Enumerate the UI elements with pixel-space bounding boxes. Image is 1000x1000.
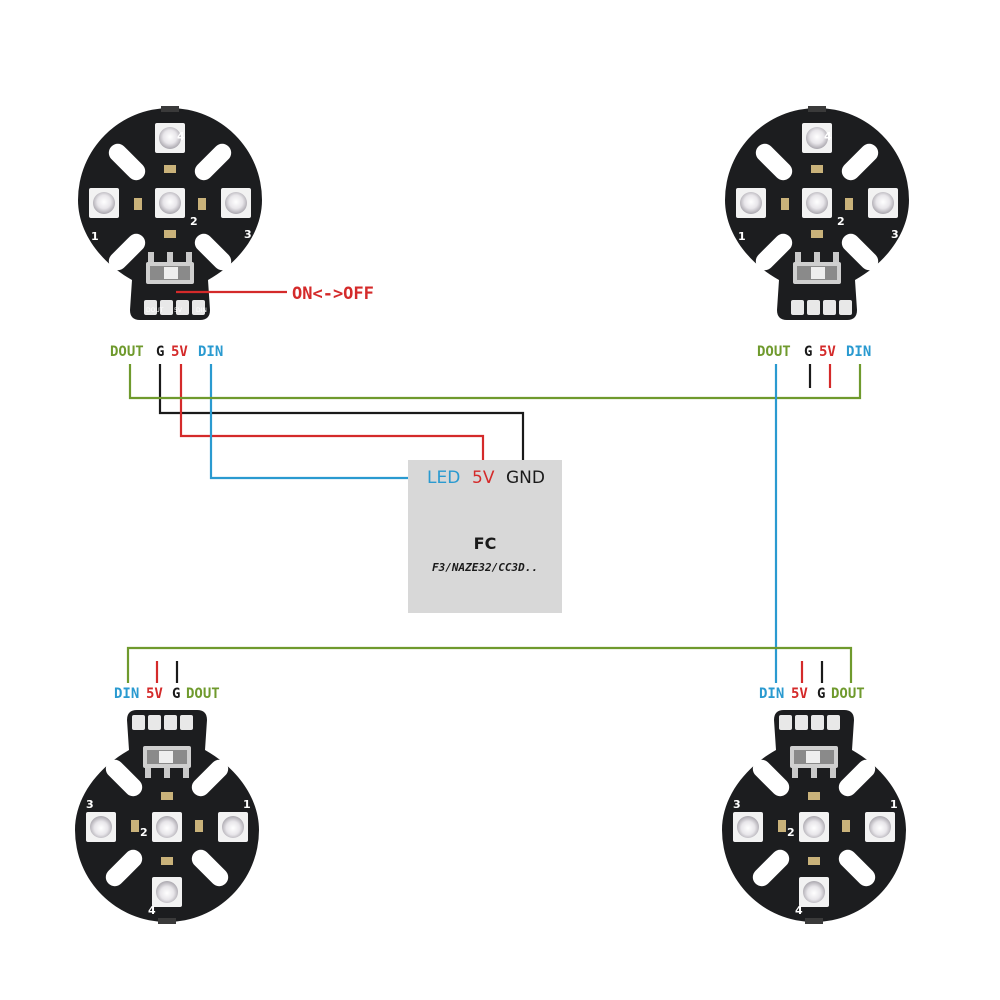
- wire-tl-5v: [179, 364, 485, 460]
- pin-labels-bottom-right: DIN 5V G DOUT: [759, 686, 865, 702]
- led-number-2: 2: [140, 826, 148, 839]
- fc-port-gnd: GND: [506, 468, 545, 488]
- pad-text-din: DIN: [196, 307, 207, 314]
- pin-label-g: G: [804, 344, 812, 360]
- pad-text-5v: 5V: [174, 307, 183, 314]
- led-number-1: 1: [738, 230, 746, 243]
- led-board-top-left: 4 1 2 3: [78, 106, 262, 320]
- pin-label-dout: DOUT: [831, 686, 865, 702]
- fc-port-led: LED: [427, 468, 460, 488]
- fc-title: FC: [474, 534, 497, 553]
- flight-controller-box: LED 5V GND FC F3/NAZE32/CC3D..: [408, 460, 562, 613]
- led-board-bottom-left: 3 2 1 4: [75, 710, 259, 924]
- fc-subtitle: F3/NAZE32/CC3D..: [432, 561, 538, 574]
- fc-port-5v: 5V: [472, 468, 495, 488]
- led-board-top-right: 4 1 2 3: [725, 106, 909, 320]
- switch-annotation-label: ON<->OFF: [292, 284, 374, 304]
- pad-text-dout: DOUT: [146, 307, 164, 314]
- led-number-2: 2: [787, 826, 795, 839]
- led-number-1: 1: [91, 230, 99, 243]
- pin-label-5v: 5V: [819, 344, 836, 360]
- led-number-2: 2: [190, 215, 198, 228]
- led-number-3: 3: [244, 228, 252, 241]
- led-number-3: 3: [733, 798, 741, 811]
- pin-label-dout: DOUT: [186, 686, 220, 702]
- wires: [126, 364, 862, 683]
- led-number-1: 1: [243, 798, 251, 811]
- pin-label-g: G: [156, 344, 164, 360]
- pin-label-g: G: [172, 686, 180, 702]
- led-number-4: 4: [177, 130, 185, 143]
- pin-labels-top-right: DOUT G 5V DIN: [757, 344, 871, 360]
- pin-label-g: G: [817, 686, 825, 702]
- pin-label-5v: 5V: [791, 686, 808, 702]
- pin-label-dout: DOUT: [757, 344, 791, 360]
- pin-label-5v: 5V: [171, 344, 188, 360]
- pin-label-din: DIN: [114, 686, 139, 702]
- led-number-4: 4: [824, 130, 832, 143]
- pin-labels-top-left: DOUT G 5V DIN: [110, 344, 223, 360]
- pad-silkscreen-top-left: DOUT 5V DIN: [146, 307, 207, 314]
- led-number-3: 3: [891, 228, 899, 241]
- pin-label-dout: DOUT: [110, 344, 144, 360]
- wire-tl-din: [209, 364, 408, 480]
- led-board-bottom-right: 3 2 1 4: [722, 710, 906, 924]
- pin-label-din: DIN: [759, 686, 784, 702]
- pin-label-din: DIN: [846, 344, 871, 360]
- wire-br-dout-to-bl-din: [126, 646, 853, 683]
- pin-label-din: DIN: [198, 344, 223, 360]
- wire-tl-dout-to-tr-din: [128, 364, 862, 400]
- wire-tl-gnd: [158, 364, 525, 460]
- led-number-2: 2: [837, 215, 845, 228]
- led-number-4: 4: [148, 904, 156, 917]
- pin-label-5v: 5V: [146, 686, 163, 702]
- led-number-3: 3: [86, 798, 94, 811]
- led-number-1: 1: [890, 798, 898, 811]
- pin-labels-bottom-left: DIN 5V G DOUT: [114, 686, 220, 702]
- led-number-4: 4: [795, 904, 803, 917]
